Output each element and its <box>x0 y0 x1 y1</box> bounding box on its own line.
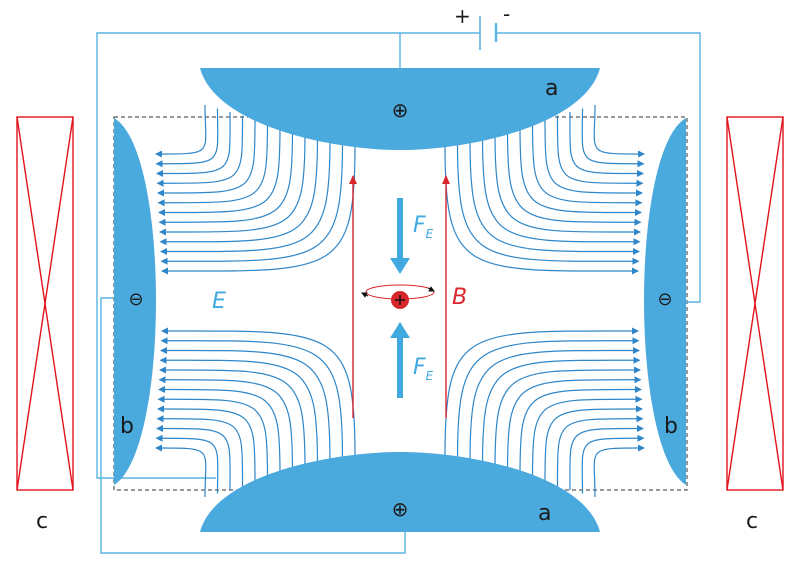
field-line-bottom-left <box>155 444 207 498</box>
battery-plus-label: + <box>454 4 471 28</box>
field-line-bottom-left <box>158 376 294 473</box>
right-polarity-minus-icon: ⊖ <box>657 289 672 310</box>
field-line-top-right <box>531 122 643 207</box>
bottom-electrode <box>200 452 600 532</box>
bottom-electrode-label: a <box>538 501 551 526</box>
right-coil <box>726 116 784 491</box>
field-line-top-right <box>469 139 640 256</box>
field-line-bottom-right <box>469 346 640 463</box>
right-electrode-label: b <box>664 414 678 439</box>
field-line-top-right <box>506 129 642 226</box>
field-line-bottom-left <box>159 356 319 466</box>
field-line-bottom-left <box>156 424 231 491</box>
right-electrode <box>644 118 686 485</box>
field-line-top-left <box>156 115 244 187</box>
top-electrode-label: a <box>545 76 558 101</box>
field-line-bottom-left <box>155 434 219 494</box>
field-line-top-left <box>155 108 219 168</box>
left-polarity-minus-icon: ⊖ <box>128 289 143 310</box>
field-line-top-right <box>544 118 643 197</box>
field-line-top-left <box>160 139 331 256</box>
field-line-top-right <box>556 115 644 187</box>
field-line-top-right <box>494 132 641 236</box>
left-electrode <box>114 118 156 485</box>
field-line-bottom-right <box>569 424 644 491</box>
electric-field-lines <box>155 104 645 498</box>
wire-left-outer <box>96 32 400 479</box>
field-line-bottom-right <box>519 385 642 477</box>
field-line-top-left <box>159 132 306 236</box>
right-coil-label: c <box>746 509 758 534</box>
field-line-top-right <box>444 146 639 275</box>
top-electrode <box>200 68 600 150</box>
force-label-bottom: FE <box>413 355 434 383</box>
top-polarity-plus-icon: ⊕ <box>392 98 409 122</box>
field-line-top-right <box>593 104 645 158</box>
battery-minus-label: - <box>503 2 510 26</box>
field-line-bottom-left <box>160 346 331 463</box>
wire-top-electrode <box>399 32 480 68</box>
field-line-top-right <box>569 111 644 178</box>
field-line-bottom-right <box>544 405 643 484</box>
field-line-top-left <box>159 136 319 246</box>
left-coil-label: c <box>36 509 48 534</box>
left-electrode-label: b <box>120 414 134 439</box>
wire-left-b <box>100 297 406 554</box>
force-arrow-up <box>390 322 410 398</box>
field-line-bottom-left <box>157 395 269 480</box>
field-line-top-left <box>156 111 231 178</box>
wire-right-b <box>496 32 701 303</box>
field-line-bottom-left <box>161 327 356 456</box>
field-line-bottom-right <box>581 434 645 494</box>
field-line-top-left <box>158 129 294 226</box>
field-line-top-right <box>481 136 641 246</box>
field-line-top-left <box>160 143 344 265</box>
field-line-bottom-left <box>159 366 306 470</box>
field-line-bottom-right <box>494 366 641 470</box>
field-line-bottom-right <box>444 327 639 456</box>
left-coil <box>16 116 74 491</box>
field-line-top-left <box>157 122 269 207</box>
field-line-top-left <box>155 104 207 158</box>
field-line-top-right <box>581 108 645 168</box>
field-line-bottom-left <box>158 385 281 477</box>
field-line-bottom-right <box>506 376 642 473</box>
force-arrow-down <box>390 198 410 274</box>
battery: + - <box>454 2 510 50</box>
field-line-bottom-right <box>593 444 645 498</box>
field-line-bottom-right <box>481 356 641 466</box>
field-line-bottom-right <box>531 395 643 480</box>
positive-ion-icon <box>391 291 409 309</box>
magnetic-field-label: B <box>452 285 467 310</box>
electric-field-label: E <box>212 289 226 314</box>
field-line-top-left <box>161 146 356 275</box>
bottom-polarity-plus-icon: ⊕ <box>392 497 409 521</box>
field-line-top-left <box>157 118 256 197</box>
field-line-bottom-left <box>160 337 344 459</box>
field-line-bottom-left <box>156 415 244 487</box>
field-line-top-left <box>158 125 281 217</box>
wiring <box>96 32 701 554</box>
field-line-top-right <box>456 143 640 265</box>
field-line-top-right <box>519 125 642 217</box>
field-line-bottom-left <box>157 405 256 484</box>
field-line-bottom-right <box>556 415 644 487</box>
field-line-bottom-right <box>456 337 640 459</box>
force-label-top: FE <box>413 213 434 241</box>
